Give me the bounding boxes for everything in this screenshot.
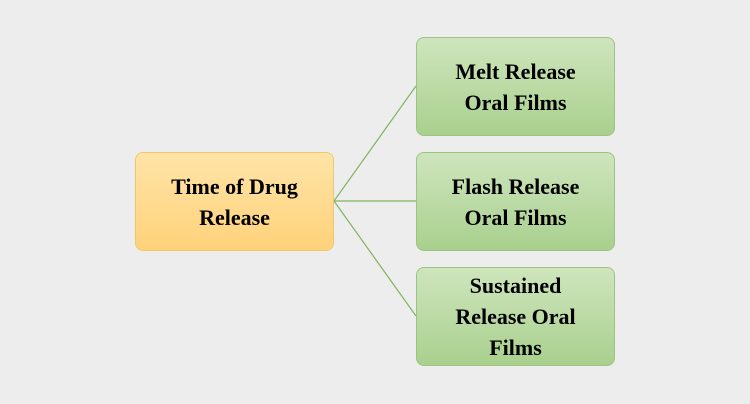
child-node-label: Flash Release Oral Films xyxy=(451,173,580,230)
child-node-sustained-release: Sustained Release Oral Films xyxy=(416,267,615,366)
root-node-label: Time of Drug Release xyxy=(171,173,298,230)
connector-line-sustained xyxy=(333,200,417,317)
child-node-flash-release: Flash Release Oral Films xyxy=(416,152,615,251)
child-node-label: Melt Release Oral Films xyxy=(455,58,576,115)
child-node-label: Sustained Release Oral Films xyxy=(455,273,576,360)
child-node-melt-release: Melt Release Oral Films xyxy=(416,37,615,136)
connector-line-melt xyxy=(333,85,417,202)
root-node-time-of-drug-release: Time of Drug Release xyxy=(135,152,334,251)
